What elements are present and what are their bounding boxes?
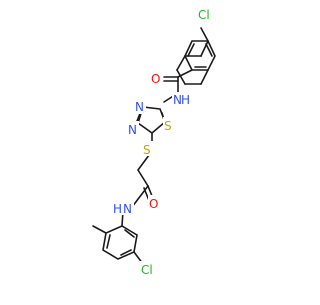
label-bg: [150, 70, 162, 85]
bond: [176, 55, 186, 71]
bond-ring-carbonyl: [177, 69, 193, 78]
ring-double-bond: [205, 43, 213, 57]
ring-double-bond: [187, 43, 195, 57]
sulfur-label: S: [164, 119, 172, 133]
molecule-diagram: Cl O N H N N S S O H N Cl: [92, 6, 218, 277]
label-bg: [112, 200, 134, 215]
hydrogen-label: H: [113, 202, 122, 216]
nitrogen-label: N: [128, 123, 137, 137]
label-bg: [139, 261, 161, 276]
bond-c-n: [131, 185, 149, 208]
label-bg: [172, 92, 194, 107]
bond-ch2-co: [137, 169, 149, 187]
atom-labels: Cl O N H N N S S O H N Cl: [112, 6, 218, 277]
molecule-structure: Cl O N H N N S S O H N Cl: [92, 6, 218, 277]
bond: [200, 40, 209, 57]
bond: [176, 69, 186, 85]
label-bg: [142, 141, 154, 156]
bond-cl-ring: [200, 27, 209, 42]
bond-ring-methyl: [92, 225, 107, 234]
label-bg: [196, 6, 218, 21]
chlorine-label: Cl: [141, 263, 153, 277]
nitrogen-label: N: [173, 93, 182, 107]
label-bg: [134, 99, 146, 114]
sulfur-label: S: [143, 143, 151, 157]
label-bg: [127, 121, 139, 136]
label-bg: [163, 117, 175, 132]
hydrogen-label: H: [181, 93, 190, 107]
chlorine-label: Cl: [198, 8, 210, 22]
nitrogen-label: N: [135, 100, 144, 114]
oxygen-label: O: [151, 72, 160, 86]
oxygen-label: O: [149, 197, 158, 211]
nitrogen-label: N: [123, 202, 132, 216]
label-bg: [148, 195, 160, 210]
ring-double-bond: [106, 234, 111, 249]
ring-double-bond: [124, 229, 135, 238]
bond: [200, 69, 209, 85]
ring-double-bond: [120, 249, 132, 256]
